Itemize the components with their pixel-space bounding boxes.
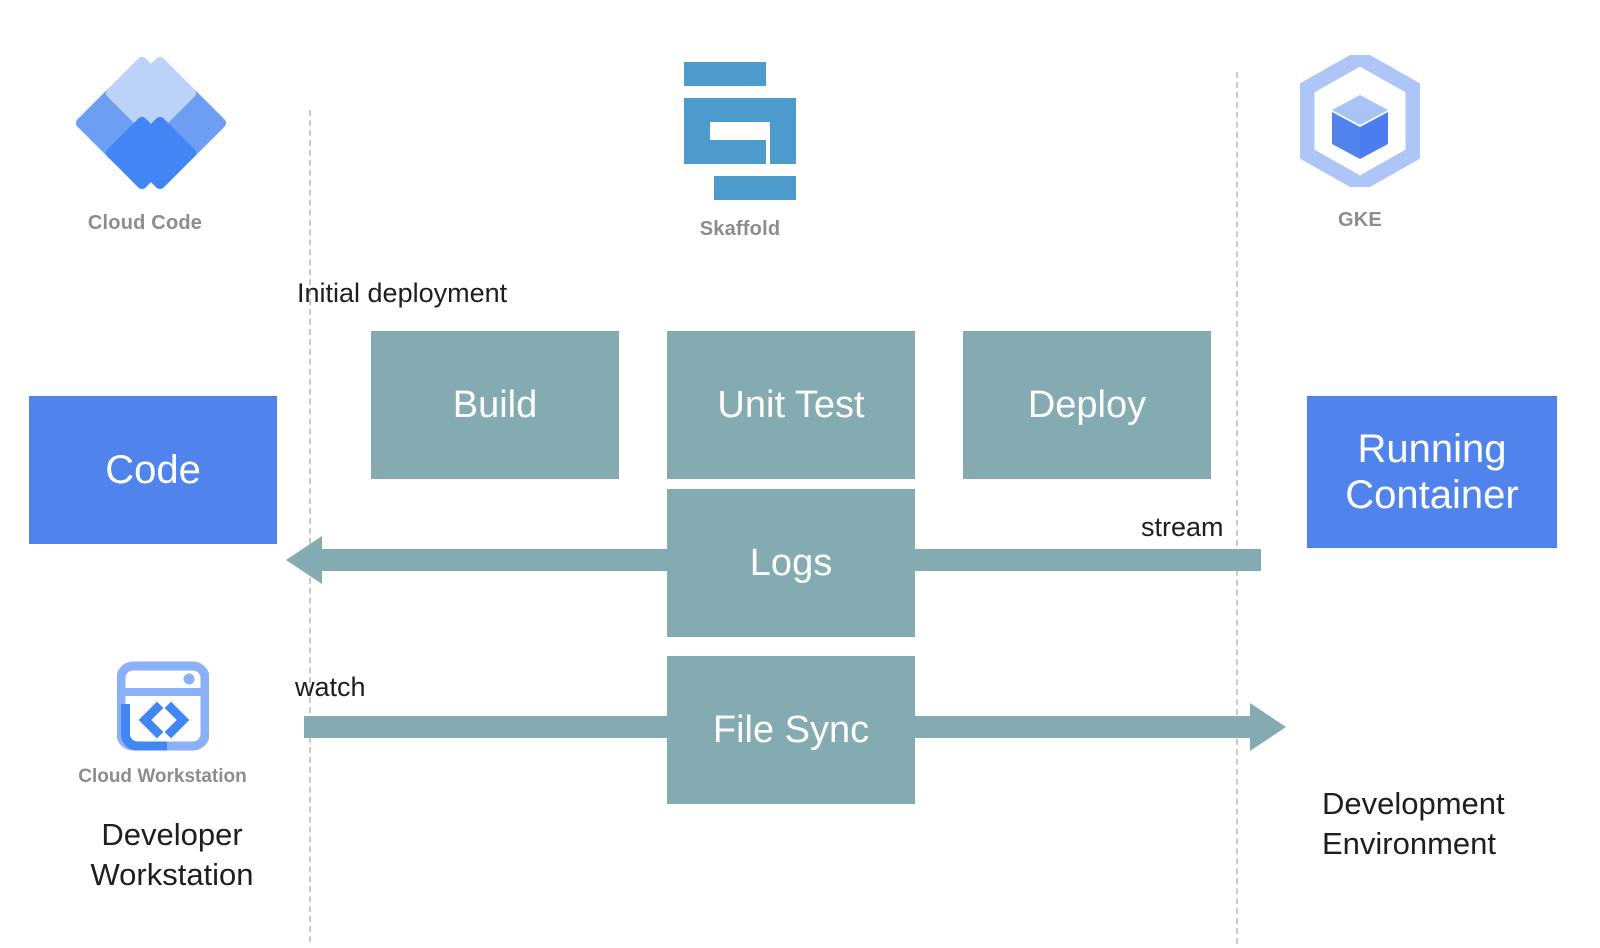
cloud-workstation-icon bbox=[116, 660, 209, 752]
stage-box-logs[interactable]: Logs bbox=[667, 489, 915, 637]
gke-icon bbox=[1299, 49, 1421, 193]
stage-box-file-sync[interactable]: File Sync bbox=[667, 656, 915, 804]
stage-box-deploy[interactable]: Deploy bbox=[963, 331, 1211, 479]
skaffold-icon bbox=[684, 62, 796, 200]
endpoint-box-code[interactable]: Code bbox=[29, 396, 277, 544]
stage-box-unit-test[interactable]: Unit Test bbox=[667, 331, 915, 479]
boundary-line-right bbox=[1236, 72, 1238, 944]
boundary-line-left bbox=[309, 110, 311, 942]
logo-skaffold: Skaffold bbox=[640, 62, 840, 241]
logo-cloud-code: Cloud Code bbox=[40, 54, 250, 235]
gke-hexagon-cube-svg bbox=[1299, 49, 1421, 193]
logo-caption-cloud-workstation: Cloud Workstation bbox=[78, 766, 247, 787]
code-window-svg bbox=[116, 661, 209, 751]
flow-label-initial-deployment: Initial deployment bbox=[297, 278, 508, 308]
logo-caption-gke: GKE bbox=[1338, 209, 1382, 231]
logo-cloud-workstation: Cloud Workstation bbox=[55, 660, 270, 788]
stage-box-build[interactable]: Build bbox=[371, 331, 619, 479]
logo-caption-cloud-code: Cloud Code bbox=[87, 212, 203, 234]
endpoint-box-running-container[interactable]: Running Container bbox=[1307, 396, 1557, 548]
caption-developer-workstation: Developer Workstation bbox=[90, 817, 254, 892]
logo-gke: GKE bbox=[1270, 49, 1450, 232]
caption-development-environment: Development Environment bbox=[1322, 786, 1505, 861]
cloud-code-icon bbox=[71, 54, 229, 192]
flow-label-stream: stream bbox=[1141, 512, 1224, 542]
flow-label-watch: watch bbox=[295, 672, 366, 702]
logo-caption-skaffold: Skaffold bbox=[699, 218, 781, 240]
